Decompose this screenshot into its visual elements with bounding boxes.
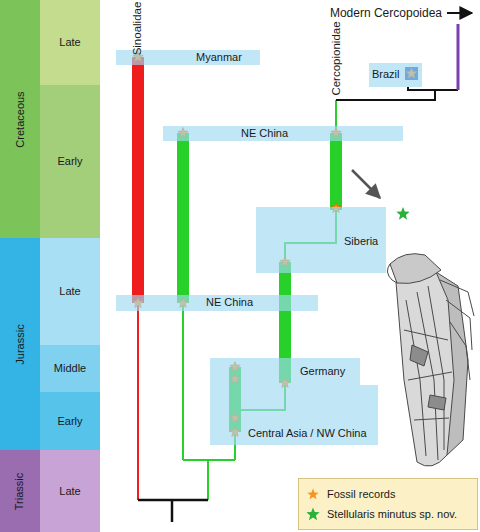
epoch-label: Late — [59, 485, 80, 498]
range-bar — [177, 133, 189, 303]
region-label: Myanmar — [196, 51, 242, 64]
region-label: NE China — [241, 127, 288, 140]
range-bar — [132, 57, 144, 303]
time-band: Late — [40, 0, 100, 85]
legend-symbol — [305, 486, 321, 502]
region-label: Siberia — [344, 235, 378, 248]
time-band: Early — [40, 392, 100, 450]
region-label: Central Asia / NW China — [248, 427, 367, 440]
insect-part — [428, 286, 444, 450]
insect-part — [440, 280, 474, 316]
region-band: NE China — [116, 295, 318, 311]
time-band: Jurassic — [0, 238, 40, 450]
legend-row: Fossil records — [299, 484, 477, 504]
branch-line — [457, 24, 460, 90]
legend-box: Fossil recordsStellularis minutus sp. no… — [298, 478, 478, 530]
family-label: Cercopionidae — [329, 22, 342, 96]
insect-part — [408, 372, 452, 380]
insect-part — [450, 322, 470, 380]
insect-part — [414, 418, 449, 420]
region-band: Siberia — [256, 207, 386, 273]
region-band: Germany — [210, 358, 360, 385]
insect-part — [396, 272, 454, 466]
legend-text: Fossil records — [327, 488, 395, 500]
family-label: Sinoalidae — [132, 2, 145, 56]
insect-part — [446, 300, 472, 350]
branch-lines — [138, 24, 458, 522]
time-band: Early — [40, 85, 100, 238]
epoch-label: Early — [57, 415, 82, 428]
insect-part — [410, 345, 428, 366]
branch-line — [336, 90, 435, 100]
legend-star — [307, 489, 318, 500]
region-label: Brazil — [372, 68, 400, 81]
epoch-label: Middle — [54, 362, 86, 375]
region-label: Germany — [300, 365, 345, 378]
branch-line — [207, 460, 209, 500]
time-band: Cretaceous — [0, 0, 40, 238]
insect-part — [387, 264, 397, 283]
branch-line — [171, 500, 174, 522]
insect-illustration — [387, 254, 474, 466]
era-label: Jurassic — [14, 324, 27, 364]
range-bar — [330, 133, 342, 210]
pointer-arrow — [352, 170, 380, 198]
time-band: Middle — [40, 345, 100, 392]
region-band: Brazil — [369, 63, 422, 87]
modern-arrow — [447, 12, 472, 14]
legend-star — [306, 508, 319, 521]
region-band: Central Asia / NW China — [210, 385, 378, 445]
region-label: NE China — [206, 296, 253, 309]
legend-row: Stellularis minutus sp. nov. — [299, 504, 477, 524]
epoch-label: Late — [59, 285, 80, 298]
insect-part — [428, 395, 446, 410]
branch-line — [137, 303, 139, 500]
time-band: Late — [40, 450, 100, 532]
insect-part — [404, 330, 448, 340]
fossil-stars — [133, 52, 417, 437]
region-band: NE China — [163, 126, 403, 141]
legend-text: Stellularis minutus sp. nov. — [327, 508, 457, 520]
branch-line — [408, 87, 458, 90]
clade-arrow-label: Modern Cercopoidea — [330, 7, 442, 20]
era-label: Cretaceous — [14, 91, 27, 147]
species-star — [396, 207, 409, 220]
branch-line — [182, 303, 184, 460]
era-label: Triassic — [13, 472, 26, 509]
legend-symbol — [305, 506, 321, 522]
time-band: Late — [40, 238, 100, 345]
insect-part — [390, 254, 441, 284]
epoch-label: Early — [57, 155, 82, 168]
epoch-label: Late — [59, 36, 80, 49]
time-band: Triassic — [0, 450, 40, 532]
